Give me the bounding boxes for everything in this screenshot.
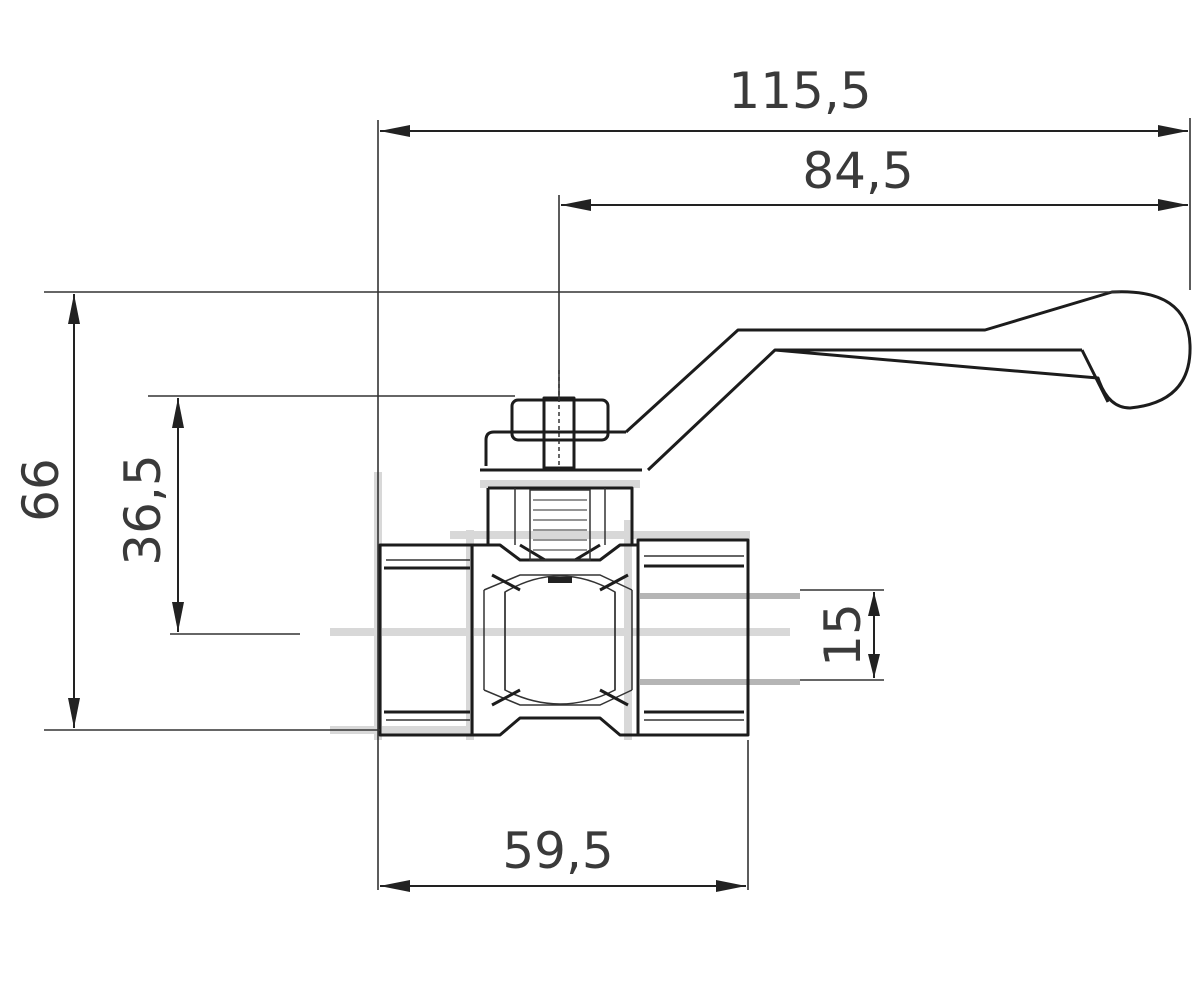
shading-marks (330, 472, 800, 740)
handle-assembly (480, 290, 1192, 472)
dim-overall-length: 115,5 (380, 62, 1188, 137)
dim-handle-reach-label: 84,5 (802, 142, 913, 200)
extension-lines (44, 118, 1191, 890)
dim-body-length: 59,5 (380, 822, 746, 892)
dim-body-length-label: 59,5 (502, 822, 613, 880)
dim-overall-height: 66 (12, 294, 80, 728)
dim-overall-length-label: 115,5 (728, 62, 871, 120)
center-chamber (470, 543, 640, 737)
lever (624, 290, 1192, 472)
dim-stem-height: 36,5 (114, 398, 184, 632)
right-port (636, 538, 750, 737)
dim-overall-height-label: 66 (12, 458, 70, 522)
left-port (378, 543, 474, 737)
bonnet (486, 486, 634, 545)
dim-handle-reach: 84,5 (561, 142, 1188, 211)
dim-stem-height-label: 36,5 (114, 454, 172, 565)
dim-bore-label: 15 (814, 603, 872, 667)
stem-threads (533, 499, 587, 551)
stem-nut (510, 398, 610, 442)
dim-bore: 15 (814, 592, 880, 678)
ball (504, 575, 616, 705)
valve-body (378, 486, 750, 737)
